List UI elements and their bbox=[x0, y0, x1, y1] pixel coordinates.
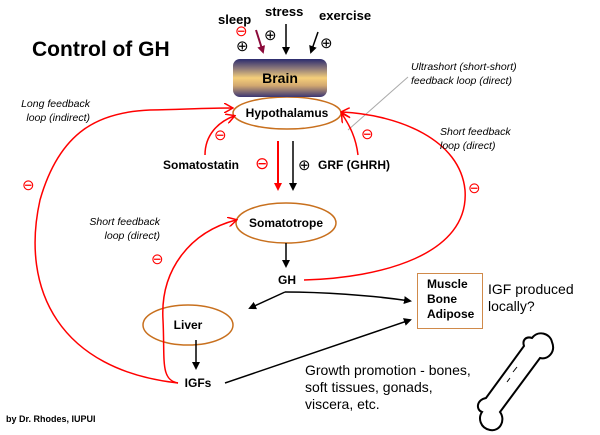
ultrashort-loop-right bbox=[342, 114, 359, 156]
bone-icon bbox=[476, 332, 554, 432]
ultrashort-left-minus-sign: ⊖ bbox=[214, 127, 227, 144]
author-credit: by Dr. Rhodes, IUPUI bbox=[6, 414, 96, 424]
stress-label: stress bbox=[265, 4, 304, 19]
igf-local-annotation: IGF produced locally? bbox=[488, 281, 574, 314]
ultrashort-right-minus-sign: ⊖ bbox=[361, 126, 374, 143]
target-bone: Bone bbox=[427, 292, 457, 306]
liver-label: Liver bbox=[173, 318, 203, 332]
target-muscle: Muscle bbox=[427, 277, 468, 291]
exercise-label: exercise bbox=[319, 8, 372, 23]
sleep-arrow bbox=[255, 29, 265, 54]
diagram-title: Control of GH bbox=[32, 38, 170, 61]
liver-ellipse bbox=[142, 304, 234, 346]
brain-box: Brain bbox=[233, 59, 327, 97]
gh-to-targets-arrow bbox=[284, 291, 412, 305]
short-left-minus-sign: ⊖ bbox=[151, 251, 164, 268]
exercise-plus-sign: ⊕ bbox=[320, 35, 333, 52]
target-tissues-box: Muscle Bone Adipose bbox=[417, 273, 483, 329]
somatostatin-label: Somatostatin bbox=[163, 158, 240, 172]
long-feedback-loop bbox=[34, 108, 232, 384]
somatotrope-label: Somatotrope bbox=[248, 216, 323, 230]
short-feedback-right-annotation: Short feedback loop (direct) bbox=[440, 126, 511, 152]
short-feedback-loop-right bbox=[303, 112, 466, 281]
target-adipose: Adipose bbox=[427, 307, 475, 321]
growth-promotion-annotation: Growth promotion - bones, soft tissues, … bbox=[305, 362, 471, 412]
igfs-label: IGFs bbox=[184, 376, 212, 390]
ultrashort-loop-left bbox=[204, 116, 234, 156]
ultrashort-pointer bbox=[347, 76, 409, 131]
somatostatin-minus-sign: ⊖ bbox=[255, 154, 270, 173]
stress-plus-sign: ⊕ bbox=[264, 27, 277, 44]
grf-label: GRF (GHRH) bbox=[318, 158, 390, 172]
gh-label: GH bbox=[278, 273, 296, 287]
grf-plus-sign: ⊕ bbox=[298, 157, 311, 174]
long-feedback-annotation: Long feedback loop (indirect) bbox=[21, 98, 90, 124]
short-feedback-left-annotation: Short feedback loop (direct) bbox=[89, 216, 160, 242]
short-feedback-loop-left bbox=[162, 220, 236, 384]
long-feedback-minus-sign: ⊖ bbox=[22, 177, 35, 194]
sleep-minus-sign: ⊖ bbox=[235, 23, 248, 40]
exercise-arrow bbox=[309, 31, 319, 54]
igfs-to-targets-arrow bbox=[224, 318, 412, 384]
sleep-label: sleep bbox=[218, 12, 252, 27]
ultrashort-annotation: Ultrashort (short-short) feedback loop (… bbox=[411, 61, 517, 87]
sleep-plus-sign: ⊕ bbox=[236, 38, 249, 55]
gh-to-liver-arrow bbox=[248, 291, 286, 310]
hypothalamus-label: Hypothalamus bbox=[245, 106, 329, 120]
short-right-minus-sign: ⊖ bbox=[468, 180, 481, 197]
